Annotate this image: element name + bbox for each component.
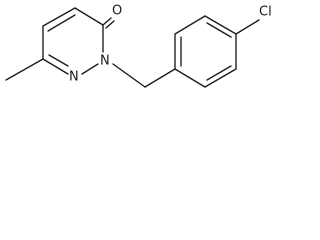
bond-c3-n2 — [42, 58, 69, 75]
bond-ar3-ar4 — [204, 15, 237, 35]
bond-ar4-cl — [235, 19, 260, 35]
bond-c6-c5-inner — [47, 14, 76, 32]
chemical-structure: O N N Cl — [5, 4, 272, 88]
bond-c3-n2-inner — [48, 54, 69, 67]
bond-c1-o-double — [105, 20, 115, 29]
chlorine-atom-label: Cl — [259, 5, 272, 20]
bond-n1-ch2 — [112, 63, 146, 88]
bond-ar6-ar1 — [174, 68, 206, 88]
bond-ar5-ar6-inner — [206, 65, 232, 81]
bond-ar5-ar6 — [204, 68, 237, 88]
bond-n2-n1 — [81, 63, 99, 75]
nitrogen-atom-label-n1: N — [100, 54, 110, 69]
bond-c3-methyl — [5, 58, 44, 81]
bond-ch2-aryl — [144, 68, 176, 88]
bond-ar2-ar3 — [174, 15, 206, 35]
oxygen-atom-label: O — [112, 4, 122, 19]
bond-c6-c5 — [42, 7, 76, 27]
bond-c5-c4 — [74, 7, 104, 26]
bond-ar3-ar4-inner — [206, 22, 232, 38]
bond-c1-o — [102, 17, 112, 26]
nitrogen-atom-label-n2: N — [69, 70, 79, 85]
